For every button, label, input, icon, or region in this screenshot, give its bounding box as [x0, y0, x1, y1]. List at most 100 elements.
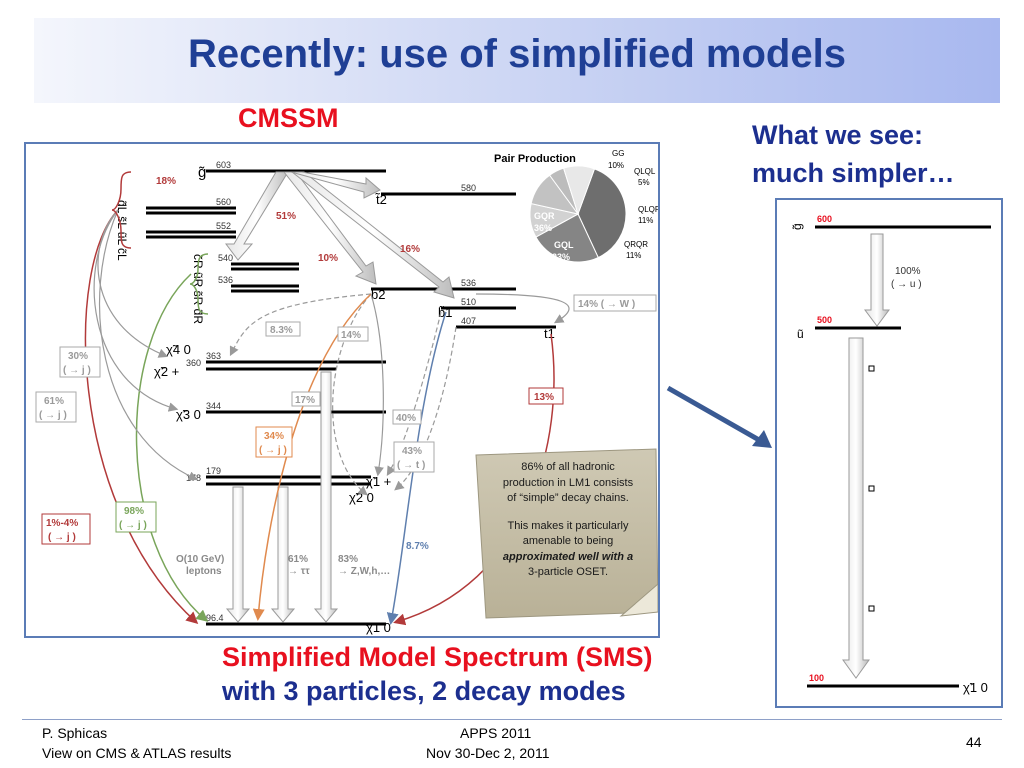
particle-chi4: χ̃4 0: [166, 342, 191, 357]
decay-arrow-zwh: [313, 371, 339, 623]
sms-decay1-mode: ( → u ): [891, 279, 922, 290]
sms-particle-lsp: χ̃1 0: [963, 680, 988, 695]
br-98j: ( → j ): [119, 520, 147, 531]
what-we-see-line-2: much simpler…: [752, 158, 955, 188]
br-43t: ( → t ): [397, 460, 425, 471]
footer-page-number: 44: [966, 734, 982, 750]
br-87: 8.7%: [406, 541, 429, 552]
mass-560: 560: [216, 197, 231, 207]
pie-pct-qlqr: 11%: [638, 216, 653, 225]
pointer-arrow-head: [752, 430, 772, 448]
pie-slice-gqr: [577, 168, 627, 259]
br-34j: ( → j ): [259, 445, 287, 456]
decay-line-gray-w: [475, 293, 570, 324]
mass-363: 363: [206, 351, 221, 361]
sticky-note-text: 86% of all hadronic production in LM1 co…: [482, 460, 654, 581]
particle-stop1: t̃1: [543, 326, 555, 341]
note-line-3: of “simple” decay chains.: [507, 492, 629, 504]
sms-caption-line-2: with 3 particles, 2 decay modes: [222, 676, 626, 706]
pie-pct-gg: 10%: [608, 161, 624, 170]
footer-talk-title: View on CMS & ATLAS results: [42, 745, 232, 761]
note-line-1: 86% of all hadronic: [521, 461, 615, 473]
pie-label-gqr: GQR: [534, 211, 555, 221]
mass-603: 603: [216, 160, 231, 170]
mass-360: 360: [186, 358, 201, 368]
title-bar: [34, 18, 1000, 103]
mass-540: 540: [218, 253, 233, 263]
br-83z: 83%: [338, 554, 358, 565]
decay-line-dashed-4: [394, 326, 457, 491]
br-83: 8.3%: [270, 325, 293, 336]
leptons-line-2: leptons: [186, 566, 222, 577]
pie-title: Pair Production: [494, 153, 576, 165]
note-line-5: This makes it particularly: [507, 519, 629, 532]
br-box-34: [255, 426, 293, 458]
pie-label-gg: GG: [612, 149, 624, 158]
br-43: 43%: [402, 446, 422, 457]
mass-179: 179: [206, 466, 221, 476]
pie-label-qrqr: QRQR: [624, 240, 648, 249]
sms-mass-100: 100: [809, 673, 824, 683]
note-spacer: [482, 507, 654, 519]
mass-536b: 536: [461, 278, 476, 288]
br-13: 13%: [534, 392, 554, 403]
pie-label-gql: GQL: [554, 240, 574, 250]
br-box-98: [115, 501, 157, 533]
footer-dates: Nov 30-Dec 2, 2011: [426, 745, 550, 761]
particle-lsp: χ̃1 0: [366, 620, 391, 635]
sms-marker-3: [868, 605, 875, 612]
sms-decay-arrow-1: [864, 233, 890, 327]
br-98: 98%: [124, 506, 144, 517]
particle-squarks-left: d̃L s̃L ũL c̃L: [115, 200, 129, 261]
br-zwh: → Z,W,h,…: [338, 566, 390, 577]
br-box-13: [528, 387, 564, 405]
footer-author: P. Sphicas: [42, 725, 108, 741]
decay-arrow-tautau: [270, 486, 296, 623]
br-box-83: [265, 321, 301, 337]
pie-pct-qrqr: 11%: [626, 251, 641, 260]
what-we-see-line-1: What we see:: [752, 120, 924, 150]
sms-caption-line-1: Simplified Model Spectrum (SMS): [222, 642, 653, 672]
br-box-40: [392, 409, 422, 425]
decay-arrow-gluino-squark: [225, 171, 289, 261]
note-line-8: 3-particle OSET.: [527, 566, 609, 578]
sms-decay-arrow-2: [842, 337, 870, 679]
decay-arrow-gluino-stop2: [290, 171, 381, 199]
particle-chargino1: χ̃1 +: [366, 474, 391, 489]
sticky-note-paper: [475, 448, 658, 619]
br-box-1-4: [41, 513, 91, 545]
br-18: 18%: [156, 176, 176, 187]
br-box-17: [291, 391, 321, 407]
br-61tt: 61%: [288, 554, 308, 565]
pie-pct-gql: 23%: [552, 252, 570, 262]
decay-arrow-gluino-sbottom1: [290, 171, 455, 299]
mass-96: 96.4: [206, 613, 224, 623]
br-16: 16%: [400, 244, 420, 255]
footer-conference: APPS 2011: [460, 725, 532, 741]
pie-slice-gg: [562, 165, 596, 216]
particle-stop2: t̃2: [375, 192, 387, 207]
cmssm-spectrum-panel: 603 580 560 552 540 536 536 510 407 363 …: [24, 142, 660, 638]
particle-chi2: χ̃2 0: [349, 490, 374, 505]
particle-chargino2: χ̃2 +: [154, 364, 179, 379]
br-61: 61%: [44, 396, 64, 407]
sticky-note-curl: [619, 583, 658, 617]
pie-label-qlql: QLQL: [634, 167, 656, 176]
br-box-30: [59, 346, 101, 378]
br-1-4j: ( → j ): [48, 532, 76, 543]
br-tautau: → ττ: [288, 566, 310, 577]
sms-mass-500: 500: [817, 315, 832, 325]
br-14: 14%: [341, 330, 361, 341]
particle-gluino: g̃: [198, 164, 206, 181]
pair-production-pie: [529, 165, 627, 263]
br-1-4: 1%-4%: [46, 518, 78, 529]
pie-pct-gqr: 36%: [534, 223, 552, 233]
sms-marker-2: [868, 485, 875, 492]
pie-slice-gql: [535, 213, 599, 263]
particle-chi3: χ̃3 0: [176, 407, 201, 422]
mass-407: 407: [461, 316, 476, 326]
cmssm-label: CMSSM: [238, 103, 339, 133]
pie-label-qlqr: QLQR: [638, 205, 658, 214]
br-10: 10%: [318, 253, 338, 264]
br-box-14w: [573, 294, 657, 312]
